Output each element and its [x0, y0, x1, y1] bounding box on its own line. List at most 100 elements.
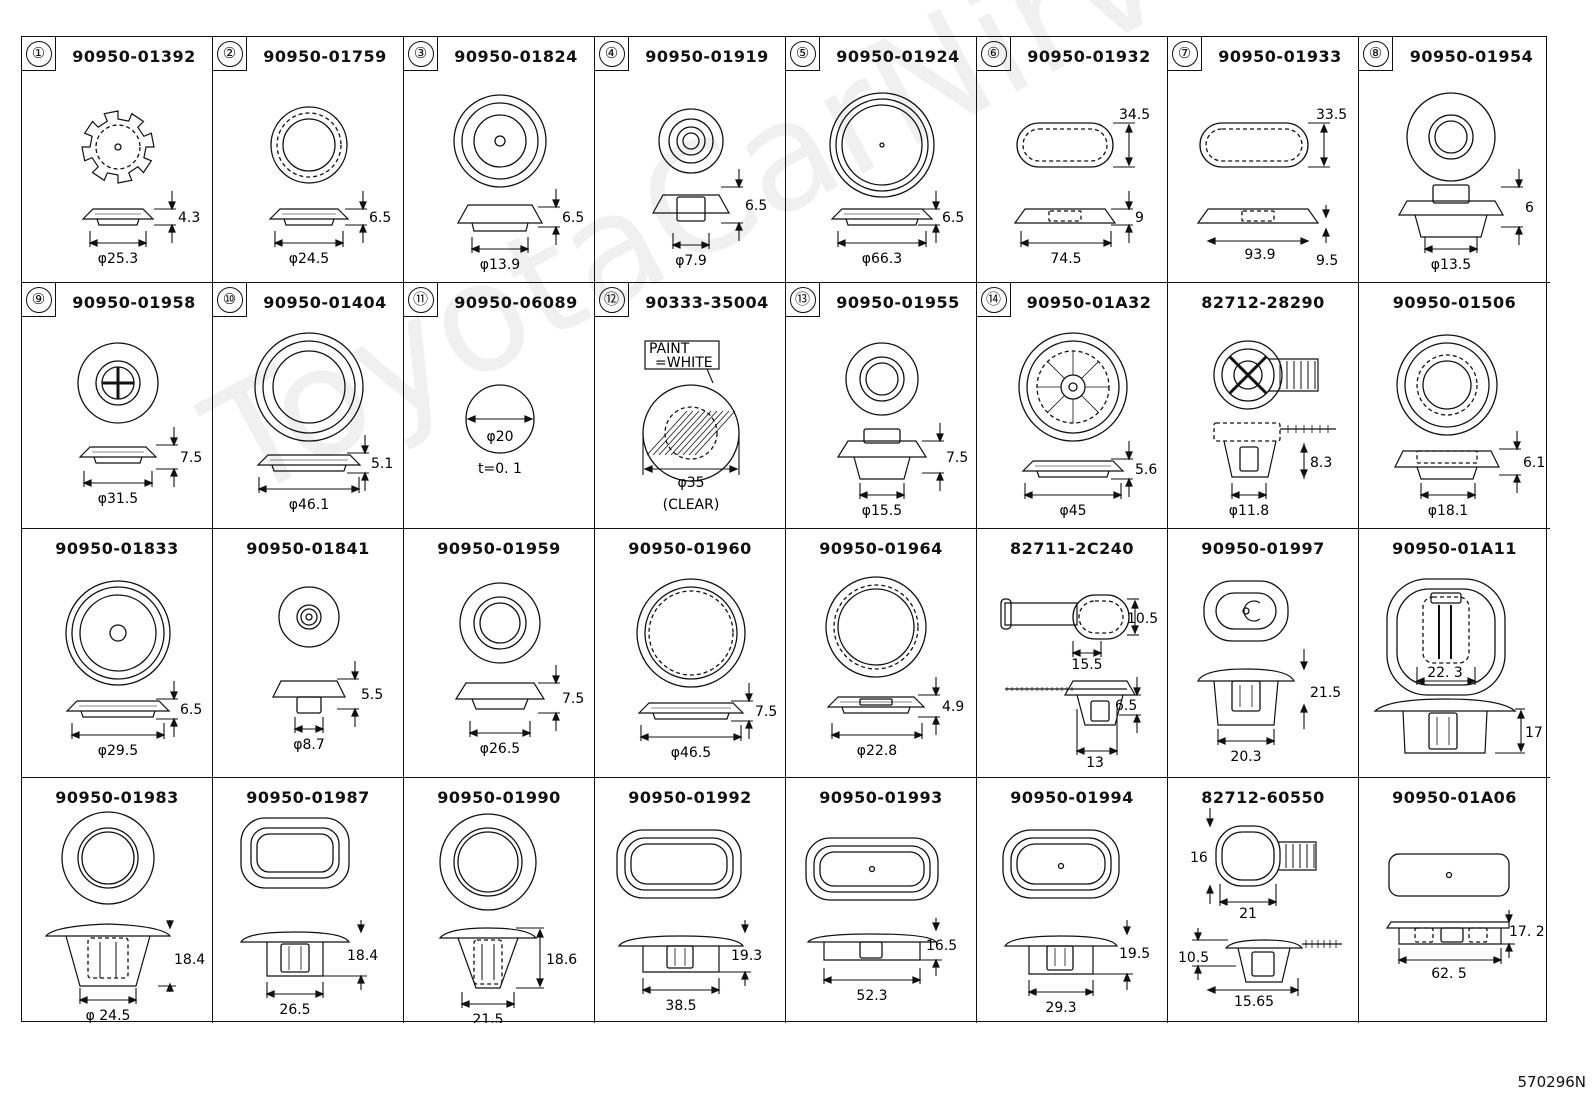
dimension-label: 38.5	[665, 998, 696, 1014]
part-cell: ⑨ 90950-01958 7.5 φ31.5	[22, 283, 213, 529]
dimension-label: 6.1	[1523, 455, 1545, 471]
dimension-label: 4.9	[942, 699, 964, 715]
callout-number-text: ⑫	[598, 286, 625, 313]
callout-number: ⑬	[786, 283, 820, 317]
part-drawing: 19.338.5	[616, 829, 762, 1014]
callout-number: ⑦	[1168, 37, 1202, 71]
dimension-label: φ11.8	[1229, 503, 1269, 519]
part-number: 90950-01A11	[1392, 539, 1517, 558]
dimension-label: φ 24.5	[86, 1008, 131, 1023]
part-number: 90950-01959	[437, 539, 561, 558]
callout-number-text: ⑭	[980, 286, 1007, 313]
figure-reference: 570296N	[1517, 1073, 1586, 1091]
dimension-label: 5.5	[361, 687, 383, 703]
dimension-label: 7.5	[562, 691, 584, 707]
dimension-label: 6	[1525, 200, 1534, 216]
callout-number-text: ⑨	[25, 286, 52, 313]
part-number: 90950-01404	[263, 293, 387, 312]
part-number: 90950-01759	[263, 47, 387, 66]
dimension-label: 18.4	[347, 948, 378, 964]
dimension-label: 20.3	[1230, 749, 1261, 765]
callout-number: ⑤	[786, 37, 820, 71]
dimension-label: 52.3	[856, 988, 887, 1004]
dimension-label: 17	[1525, 725, 1543, 741]
part-number: 90950-01960	[628, 539, 752, 558]
dimension-label: 6.5	[942, 210, 964, 226]
part-drawing: 7.5 φ15.5	[836, 342, 968, 519]
callout-number-text: ⑦	[1171, 40, 1198, 67]
part-number: 90950-01987	[246, 788, 370, 807]
part-number: 90950-01997	[1201, 539, 1325, 558]
dimension-label: φ13.9	[480, 257, 520, 273]
part-number: 90950-01955	[836, 293, 960, 312]
callout-number: ⑫	[595, 283, 629, 317]
dimension-label: 15.65	[1234, 994, 1274, 1010]
part-cell: ⑬ 90950-01955 7.5 φ15.5	[786, 283, 977, 529]
part-drawing: 18.426.5	[239, 817, 378, 1018]
part-number: 90950-01933	[1218, 47, 1342, 66]
part-number: 82712-60550	[1201, 788, 1325, 807]
dimension-label: φ31.5	[98, 491, 138, 507]
dimension-label: φ15.5	[862, 503, 902, 519]
part-number: 90950-01983	[55, 788, 179, 807]
callout-number-text: ⑤	[789, 40, 816, 67]
part-number: 90950-01506	[1392, 293, 1517, 312]
part-number: 90950-01A06	[1392, 788, 1517, 807]
part-number: 90950-01954	[1409, 47, 1534, 66]
dimension-label: 6.5	[180, 702, 202, 718]
callout-number: ⑥	[977, 37, 1011, 71]
callout-number-text: ⑥	[980, 40, 1007, 67]
part-number: 90950-01958	[72, 293, 196, 312]
dimension-label: 16.5	[926, 938, 957, 954]
callout-number-text: ②	[216, 40, 243, 67]
dimension-label: 7.5	[946, 450, 968, 466]
part-drawing: 18.4φ 24.5	[44, 811, 205, 1023]
dimension-label: 10.5	[1178, 950, 1209, 966]
part-number: 90950-01924	[836, 47, 960, 66]
part-number: 90950-01992	[628, 788, 752, 807]
dimension-label: 93.9	[1244, 247, 1275, 263]
dimension-label: φ24.5	[289, 251, 329, 267]
dimension-label: 7.5	[180, 450, 202, 466]
dimension-label: 21.5	[472, 1012, 503, 1023]
dimension-label: 13	[1086, 755, 1104, 771]
dimension-label: φ25.3	[98, 251, 138, 267]
callout-number: ②	[213, 37, 247, 71]
dimension-label: 21	[1239, 906, 1257, 922]
part-number: 90950-01993	[819, 788, 943, 807]
callout-number-text: ①	[25, 40, 52, 67]
label-paint: PAINT	[649, 341, 690, 357]
dimension-label: 8.3	[1310, 455, 1332, 471]
dimension-label: 9	[1135, 210, 1144, 226]
callout-number: ⑧	[1359, 37, 1393, 71]
part-drawing: 8.3 φ11.8	[1213, 340, 1336, 519]
dimension-label: φ66.3	[862, 251, 902, 267]
